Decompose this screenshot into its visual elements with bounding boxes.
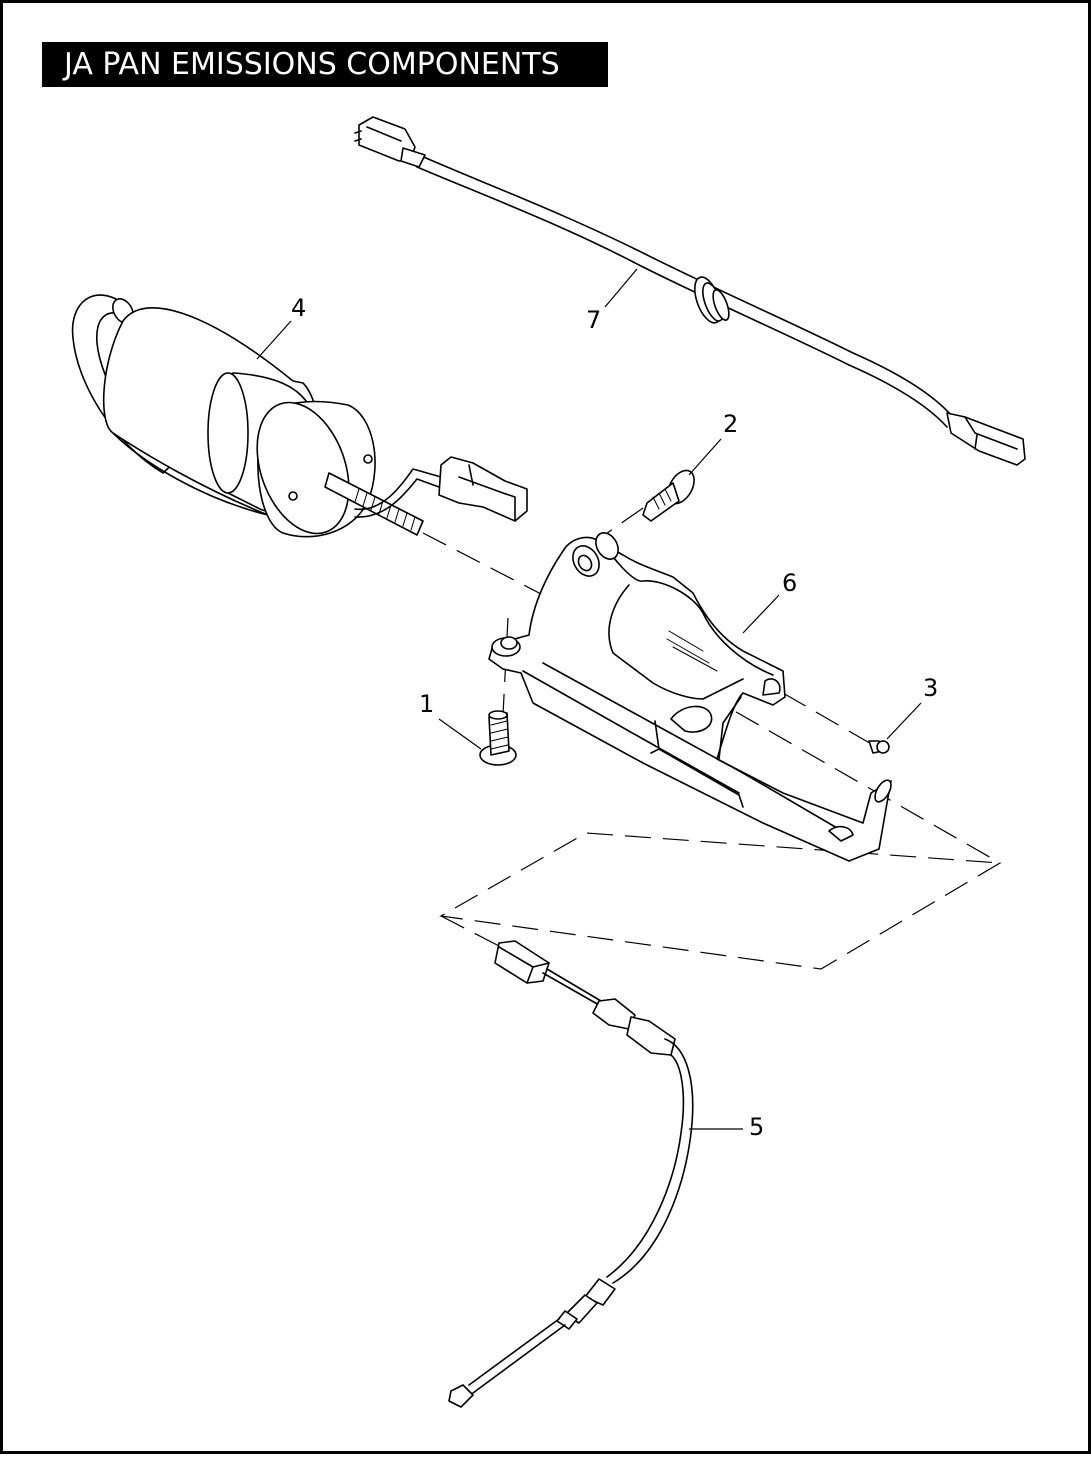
wiring-harness-part-7: 7 [354,116,1026,466]
parts-illustration: 7 4 [71,116,1026,1408]
screw-part-3: 3 [868,674,938,754]
callout-3: 3 [923,674,938,702]
screw-part-2: 2 [642,410,738,522]
callout-5: 5 [749,1113,764,1141]
callout-4: 4 [291,294,306,322]
callout-7: 7 [586,306,601,334]
callout-1: 1 [419,690,434,718]
bracket-part-6: 6 [488,532,892,862]
solenoid-part-4: 4 [71,294,528,538]
callout-2: 2 [723,410,738,438]
diagram-title: JA PAN EMISSIONS COMPONENTS [42,42,608,87]
screw-part-1: 1 [419,690,517,766]
callout-6: 6 [782,569,797,597]
hose-part-5: 5 [448,940,764,1408]
